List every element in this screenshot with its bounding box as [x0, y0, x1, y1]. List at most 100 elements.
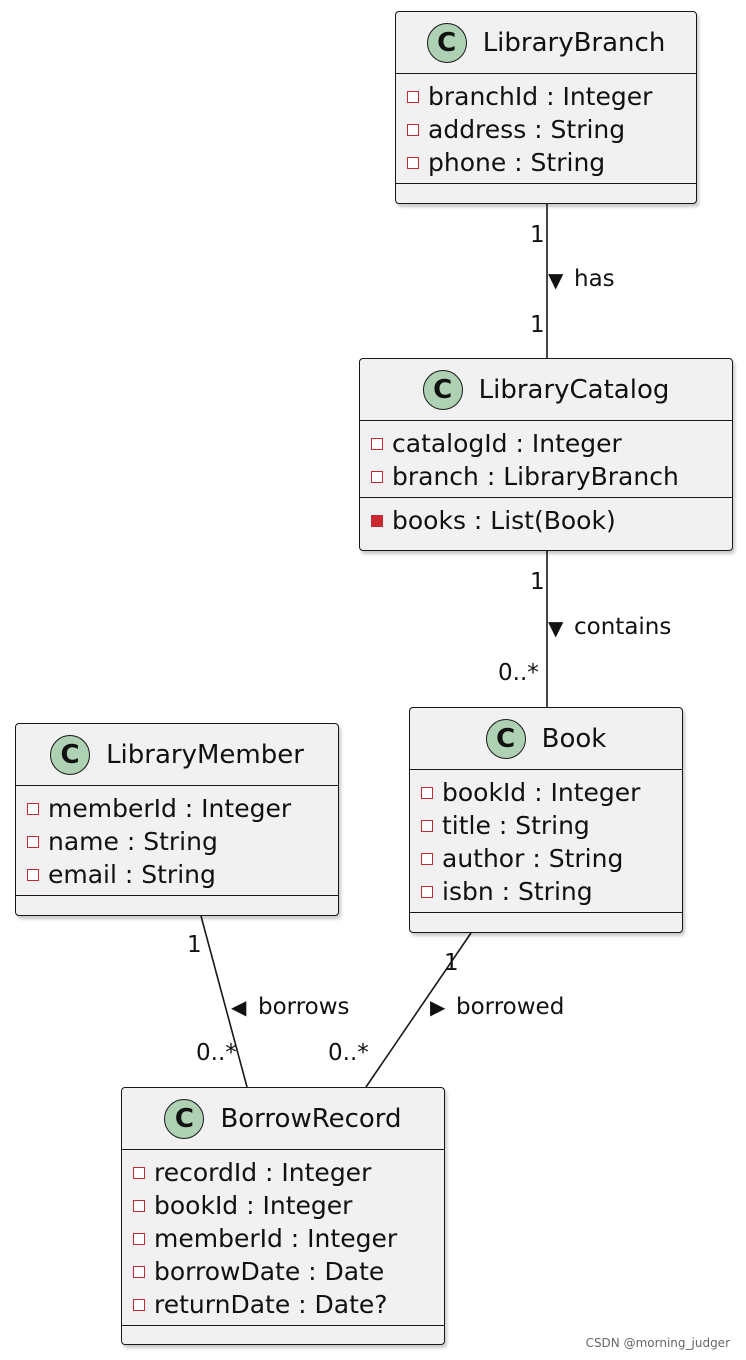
- private-visibility-icon: [371, 437, 383, 450]
- field-text: memberId : Integer: [48, 794, 292, 823]
- fields-compartment: catalogId : Integer branch : LibraryBran…: [360, 421, 732, 498]
- class-stereotype-icon: C: [422, 369, 463, 410]
- field-row: phone : String: [396, 146, 696, 179]
- class-stereotype-icon: C: [485, 718, 526, 759]
- field-row: title : String: [410, 809, 682, 842]
- private-visibility-icon: [27, 868, 39, 881]
- borrows-from-multiplicity: 1: [187, 932, 202, 958]
- class-library-catalog[interactable]: C LibraryCatalog catalogId : Integer bra…: [359, 358, 733, 551]
- private-visibility-icon: [133, 1166, 145, 1179]
- field-text: name : String: [48, 827, 218, 856]
- field-row: email : String: [16, 858, 338, 891]
- field-row: branch : LibraryBranch: [360, 460, 732, 493]
- field-text: catalogId : Integer: [392, 429, 622, 458]
- field-text: memberId : Integer: [154, 1224, 398, 1253]
- class-library-branch[interactable]: C LibraryBranch branchId : Integer addre…: [395, 11, 697, 204]
- private-visibility-icon: [421, 852, 433, 865]
- private-visibility-icon: [421, 885, 433, 898]
- class-header: C LibraryBranch: [396, 12, 696, 74]
- field-row: name : String: [16, 825, 338, 858]
- borrowed-to-multiplicity: 0..*: [328, 1040, 369, 1066]
- fields-compartment: bookId : Integer title : String author :…: [410, 770, 682, 913]
- class-name: Book: [541, 723, 607, 754]
- class-name: LibraryBranch: [482, 27, 666, 58]
- borrows-label: borrows: [258, 994, 350, 1020]
- class-borrow-record[interactable]: C BorrowRecord recordId : Integer bookId…: [121, 1087, 445, 1345]
- field-text: email : String: [48, 860, 216, 889]
- field-text: title : String: [442, 811, 590, 840]
- field-text: address : String: [428, 115, 626, 144]
- private-visibility-icon: [421, 819, 433, 832]
- edge-borrows: [200, 915, 248, 1088]
- contains-label: contains: [574, 614, 672, 640]
- private-visibility-icon: [407, 156, 419, 169]
- field-row: memberId : Integer: [122, 1222, 444, 1255]
- private-visibility-icon: [133, 1232, 145, 1245]
- private-visibility-icon: [407, 90, 419, 103]
- borrowed-label: borrowed: [456, 994, 565, 1020]
- private-visibility-icon: [133, 1265, 145, 1278]
- borrows-direction-arrow: ◀: [231, 995, 247, 1019]
- field-row: author : String: [410, 842, 682, 875]
- has-from-multiplicity: 1: [530, 222, 545, 248]
- fields-compartment: memberId : Integer name : String email :…: [16, 786, 338, 896]
- field-text: bookId : Integer: [154, 1191, 353, 1220]
- class-stereotype-icon: C: [50, 734, 91, 775]
- private-visibility-icon: [27, 835, 39, 848]
- class-book[interactable]: C Book bookId : Integer title : String a…: [409, 707, 683, 933]
- watermark: CSDN @morning_judger: [585, 1336, 730, 1350]
- has-to-multiplicity: 1: [530, 312, 545, 338]
- class-header: C Book: [410, 708, 682, 770]
- field-row: catalogId : Integer: [360, 427, 732, 460]
- borrowed-direction-arrow: ▶: [430, 995, 446, 1019]
- field-row: recordId : Integer: [122, 1156, 444, 1189]
- borrowed-from-multiplicity: 1: [444, 950, 459, 976]
- has-label: has: [574, 266, 615, 292]
- private-visibility-icon: [27, 802, 39, 815]
- class-header: C BorrowRecord: [122, 1088, 444, 1150]
- private-visibility-icon: [371, 470, 383, 483]
- class-header: C LibraryMember: [16, 724, 338, 786]
- class-name: LibraryCatalog: [478, 374, 670, 405]
- contains-from-multiplicity: 1: [530, 569, 545, 595]
- class-library-member[interactable]: C LibraryMember memberId : Integer name …: [15, 723, 339, 916]
- fields-compartment: branchId : Integer address : String phon…: [396, 74, 696, 184]
- contains-to-multiplicity: 0..*: [498, 660, 539, 686]
- private-visibility-icon: [421, 786, 433, 799]
- method-text: books : List(Book): [392, 506, 616, 535]
- field-row: returnDate : Date?: [122, 1288, 444, 1321]
- field-row: branchId : Integer: [396, 80, 696, 113]
- class-stereotype-icon: C: [164, 1098, 205, 1139]
- private-method-icon: [371, 514, 383, 527]
- has-direction-arrow: ▼: [548, 268, 564, 292]
- field-text: bookId : Integer: [442, 778, 641, 807]
- field-row: borrowDate : Date: [122, 1255, 444, 1288]
- class-name: BorrowRecord: [220, 1103, 402, 1134]
- field-text: recordId : Integer: [154, 1158, 372, 1187]
- field-text: branch : LibraryBranch: [392, 462, 679, 491]
- field-row: isbn : String: [410, 875, 682, 908]
- field-row: address : String: [396, 113, 696, 146]
- class-stereotype-icon: C: [426, 22, 467, 63]
- edge-borrowed: [365, 932, 472, 1088]
- field-row: bookId : Integer: [122, 1189, 444, 1222]
- fields-compartment: recordId : Integer bookId : Integer memb…: [122, 1150, 444, 1326]
- contains-direction-arrow: ▼: [548, 616, 564, 640]
- private-visibility-icon: [407, 123, 419, 136]
- field-text: borrowDate : Date: [154, 1257, 385, 1286]
- field-text: branchId : Integer: [428, 82, 653, 111]
- private-visibility-icon: [133, 1199, 145, 1212]
- class-name: LibraryMember: [106, 739, 304, 770]
- field-text: isbn : String: [442, 877, 593, 906]
- private-visibility-icon: [133, 1298, 145, 1311]
- field-text: phone : String: [428, 148, 606, 177]
- field-text: author : String: [442, 844, 624, 873]
- methods-compartment: books : List(Book): [360, 498, 732, 541]
- field-text: returnDate : Date?: [154, 1290, 388, 1319]
- class-header: C LibraryCatalog: [360, 359, 732, 421]
- field-row: memberId : Integer: [16, 792, 338, 825]
- field-row: bookId : Integer: [410, 776, 682, 809]
- borrows-to-multiplicity: 0..*: [196, 1040, 237, 1066]
- method-row: books : List(Book): [360, 504, 732, 537]
